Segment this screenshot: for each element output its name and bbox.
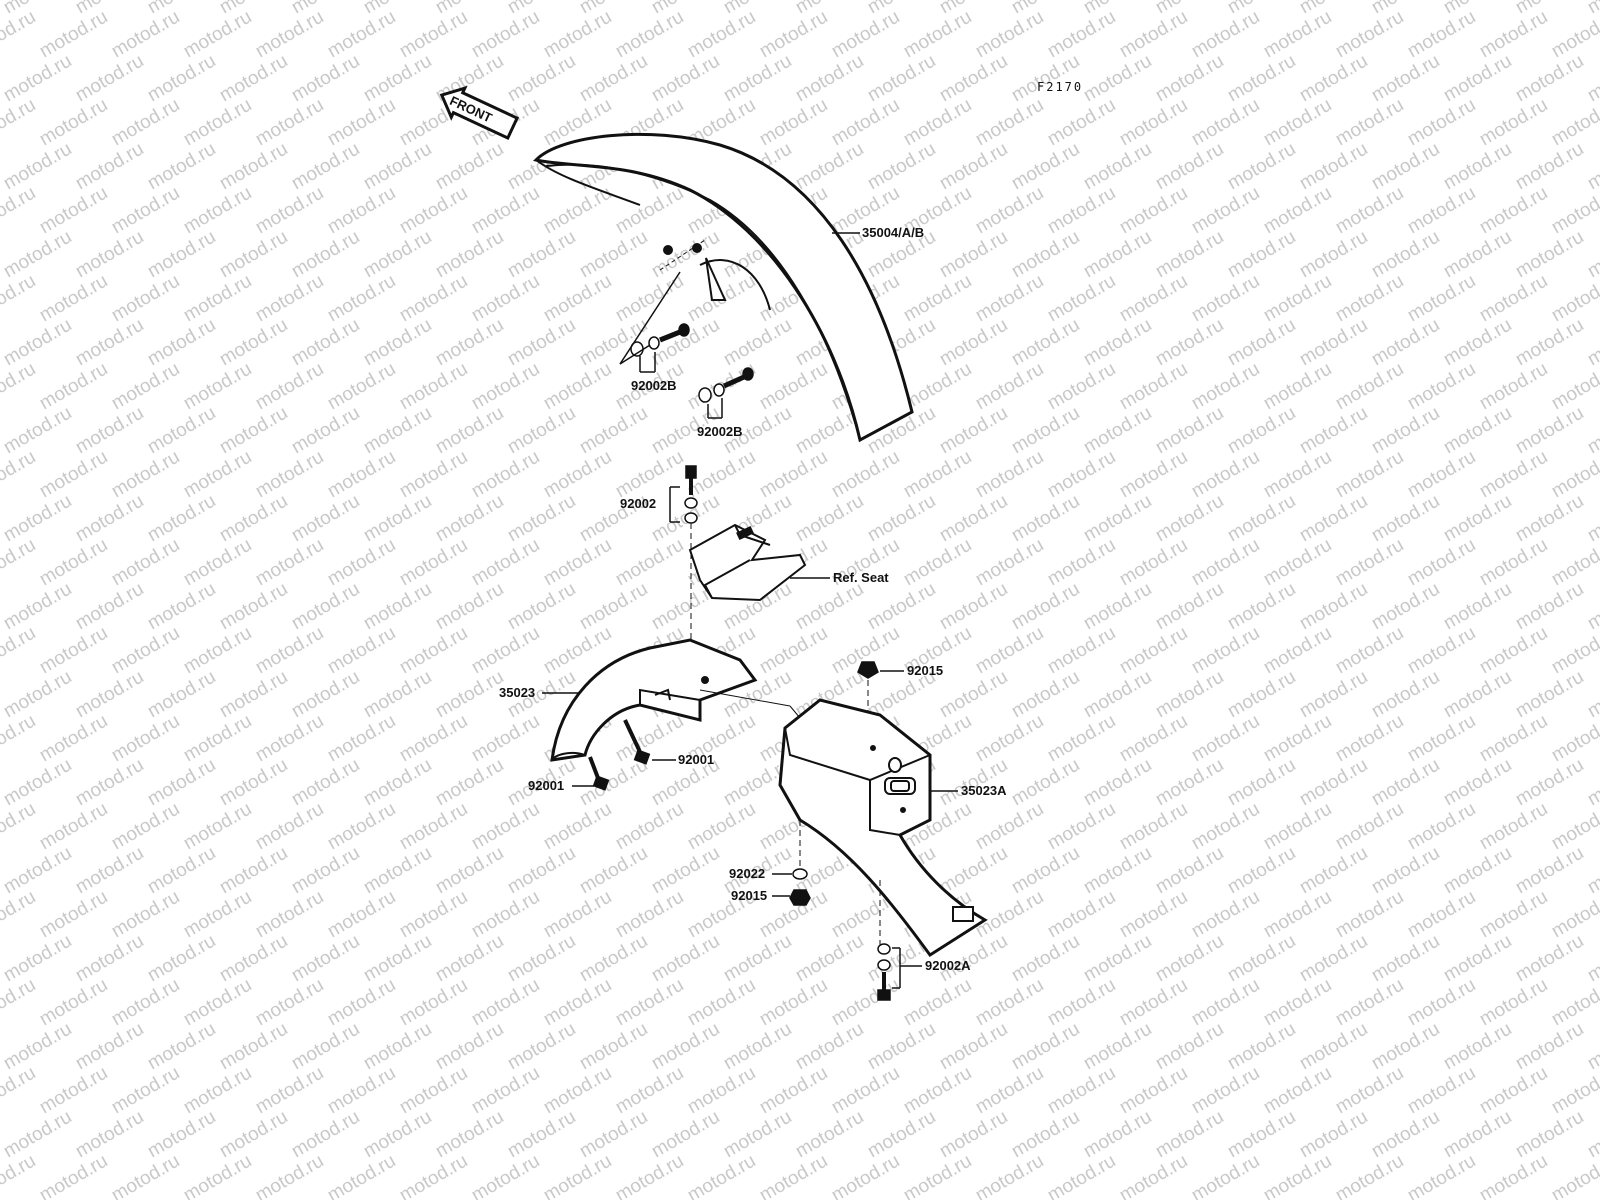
front-arrow-icon: FRONT: [439, 85, 520, 141]
label-washer: 92022: [729, 866, 765, 881]
front-fender: [533, 132, 914, 443]
label-front-fender: 35004/A/B: [862, 225, 924, 240]
bolt-set-upper-right: [698, 367, 754, 419]
label-inner-fender: 35023: [499, 685, 535, 700]
bolt-set-upper-left: [619, 271, 690, 373]
label-seat-ref: Ref. Seat: [833, 570, 889, 585]
seat-bracket: [688, 523, 807, 602]
washer: [792, 868, 808, 880]
bracket-bolt-stack: [669, 465, 698, 660]
label-rear-fender: 35023A: [961, 783, 1007, 798]
bolt-right: [623, 719, 651, 765]
label-bolt-left: 92001: [528, 778, 564, 793]
bolt-bottom-stack: [877, 943, 922, 1001]
bolt-left: [588, 756, 610, 791]
label-bolt-set-upper-right: 92002B: [697, 424, 743, 439]
label-nut-bottom: 92015: [731, 888, 767, 903]
rear-fender: [778, 698, 988, 958]
inner-fender: [550, 638, 801, 762]
label-bracket-bolt: 92002: [620, 496, 656, 511]
label-bolt-right: 92001: [678, 752, 714, 767]
label-nut-top: 92015: [907, 663, 943, 678]
label-bolt-bottom: 92002A: [925, 958, 971, 973]
label-bolt-set-upper-left: 92002B: [631, 378, 677, 393]
diagram-code: F2170: [1037, 80, 1083, 94]
nut-bottom: [789, 889, 811, 906]
